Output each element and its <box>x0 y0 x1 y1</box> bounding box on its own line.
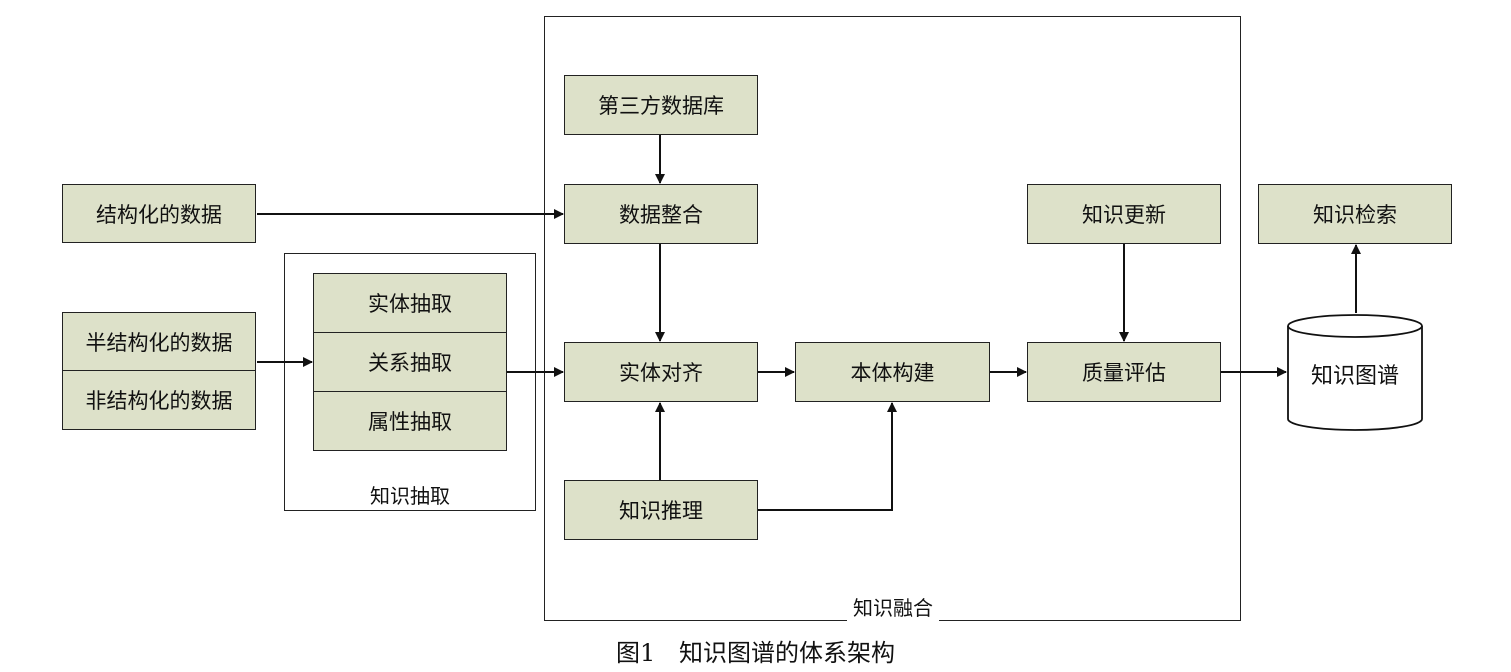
knowledge-fusion-label: 知识融合 <box>847 592 939 621</box>
knowledge-graph-database-icon <box>1287 314 1423 431</box>
knowledge-reasoning-box: 知识推理 <box>564 480 758 540</box>
unstructured-data-box: 非结构化的数据 <box>62 370 256 430</box>
relation-extraction-box: 关系抽取 <box>313 332 507 392</box>
attribute-extraction-box: 属性抽取 <box>313 391 507 451</box>
knowledge-extraction-label: 知识抽取 <box>364 480 456 509</box>
arrow-reasoning-to-ontology <box>758 402 897 511</box>
figure-title: 知识图谱的体系架构 <box>678 639 895 667</box>
entity-alignment-box: 实体对齐 <box>564 342 758 402</box>
data-integration-box: 数据整合 <box>564 184 758 244</box>
knowledge-graph-label: 知识图谱 <box>1310 364 1400 389</box>
figure-number: 图1 <box>616 639 656 667</box>
structured-data-box: 结构化的数据 <box>62 184 256 243</box>
entity-extraction-box: 实体抽取 <box>313 273 507 333</box>
figure-caption: 图1 知识图谱的体系架构 <box>0 633 1511 668</box>
ontology-construction-box: 本体构建 <box>795 342 990 402</box>
knowledge-retrieval-box: 知识检索 <box>1258 184 1452 244</box>
quality-evaluation-box: 质量评估 <box>1027 342 1221 402</box>
knowledge-update-box: 知识更新 <box>1027 184 1221 244</box>
third-party-database-box: 第三方数据库 <box>564 75 758 135</box>
knowledge-extraction-frame <box>284 253 536 511</box>
semi-structured-data-box: 半结构化的数据 <box>62 312 256 371</box>
